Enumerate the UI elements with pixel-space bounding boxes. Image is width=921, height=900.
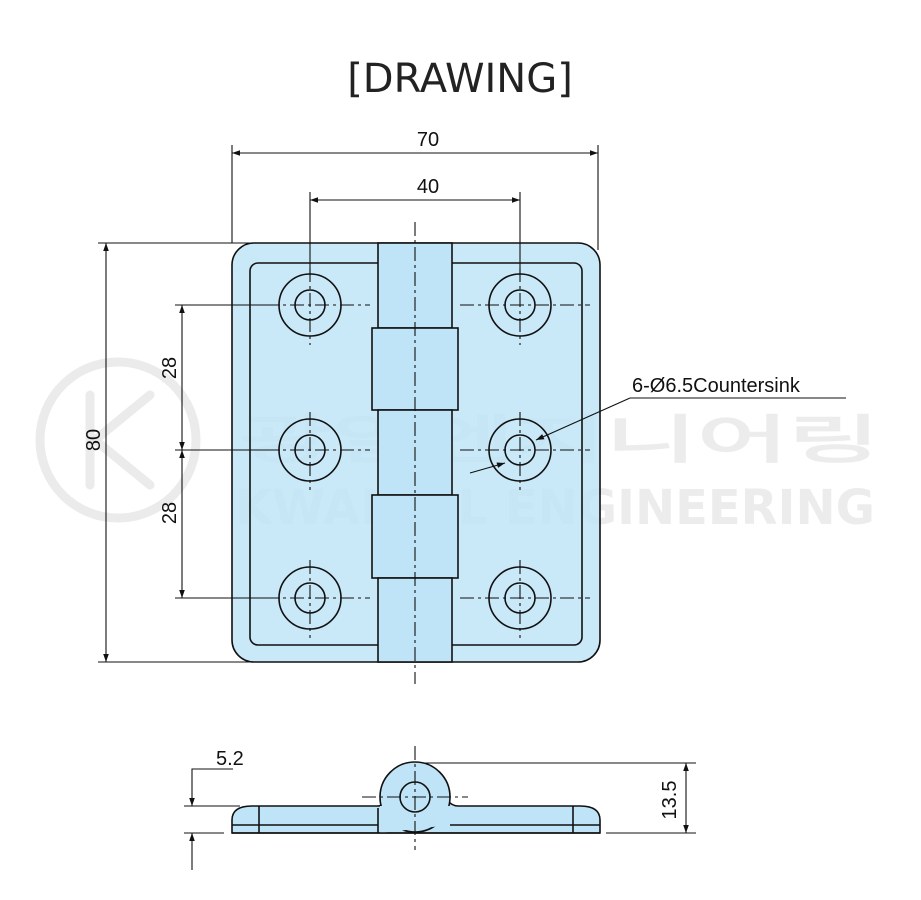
svg-text:70: 70 [417, 129, 439, 151]
dimension-5-2: 5.2 [184, 748, 244, 870]
dimension-70: 70 [231, 129, 599, 250]
dimension-28-pair: 28 28 [159, 304, 280, 599]
svg-text:13.5: 13.5 [659, 781, 681, 820]
hole-callout: 6-Ø6.5Countersink [469, 375, 846, 474]
svg-text:40: 40 [417, 176, 439, 198]
drawing-title: [DRAWING] [347, 56, 573, 102]
svg-text:28: 28 [159, 502, 181, 524]
svg-text:28: 28 [159, 357, 181, 379]
svg-text:5.2: 5.2 [216, 748, 244, 770]
dimension-13-5: 13.5 [422, 762, 696, 834]
svg-text:6-Ø6.5Countersink: 6-Ø6.5Countersink [632, 375, 801, 397]
center-lines [240, 268, 590, 638]
hinge-front-view [231, 222, 601, 684]
svg-text:80: 80 [83, 429, 105, 451]
hinge-side-view [231, 746, 601, 850]
dimension-80: 80 [83, 242, 250, 663]
dimension-40: 40 [309, 176, 521, 275]
